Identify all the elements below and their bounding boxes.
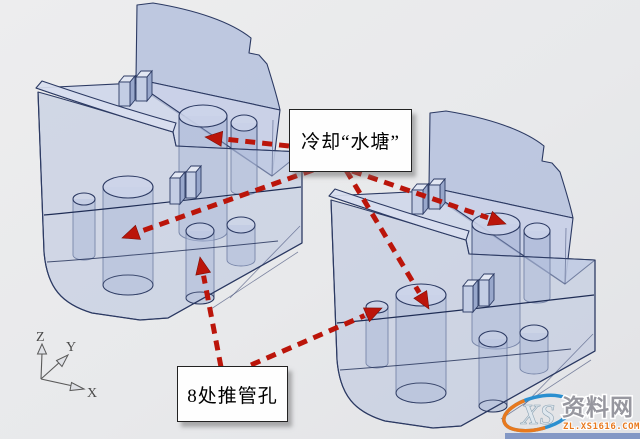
annotation-arrow-cooling [351, 168, 507, 226]
annotation-arrow-cooling [121, 167, 314, 240]
watermark: XS 资料网 ZL.XS1616.COM [496, 384, 640, 439]
axis-triad: Z Y X [36, 330, 97, 401]
watermark-logo-text: XS [520, 400, 555, 431]
cooling-water-pond-label: 冷却“水塘” [289, 109, 412, 172]
watermark-site-name: 资料网 [562, 394, 634, 420]
annotation-arrow-cooling [204, 130, 290, 149]
x-axis-arrowhead [69, 381, 86, 392]
ejector-label-text: 8处推管孔 [187, 385, 278, 407]
y-axis-arrowhead [55, 353, 70, 368]
annotation-arrow-ejector [195, 256, 224, 368]
x-axis-label: X [87, 386, 97, 401]
watermark-site-url: ZL.XS1616.COM [563, 422, 640, 432]
bottom-edge-strip [505, 433, 640, 439]
ejector-sleeve-holes-label: 8处推管孔 [177, 366, 288, 422]
annotation-arrow-ejector [250, 307, 383, 368]
annotation-arrows [121, 130, 507, 368]
annotation-arrow-cooling [343, 168, 430, 310]
cooling-label-text: 冷却“水塘” [301, 132, 400, 153]
z-axis-label: Z [36, 330, 45, 345]
z-axis-arrowhead [36, 342, 48, 355]
y-axis-label: Y [66, 340, 76, 355]
watermark-ellipse-orange [502, 393, 574, 433]
left-mold-core [35, 2, 303, 321]
